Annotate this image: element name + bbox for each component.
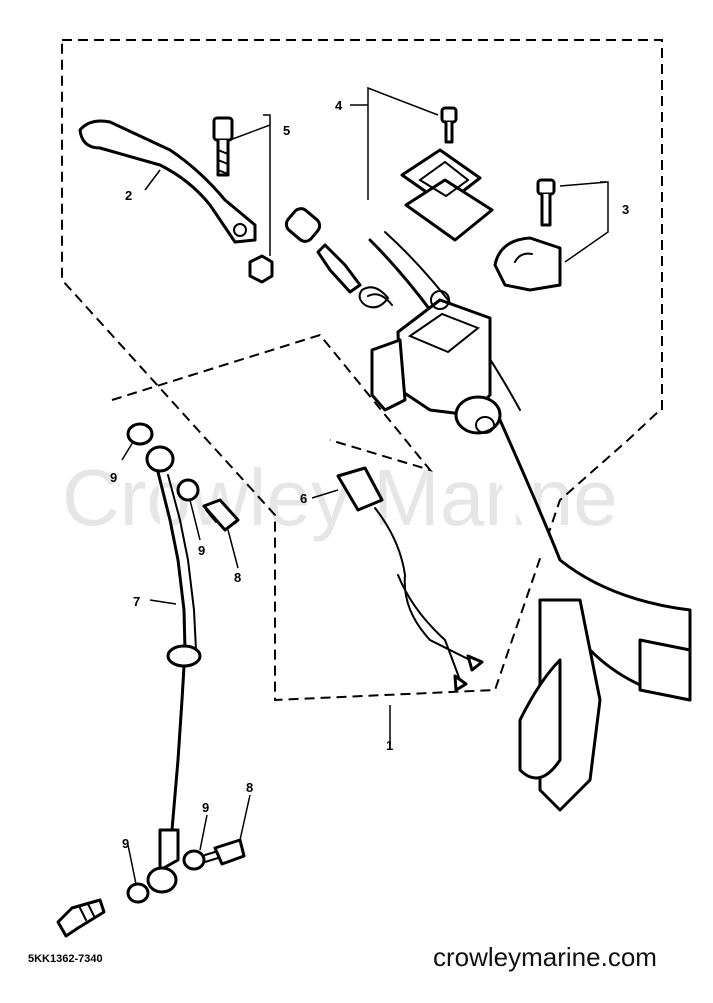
callout-7: 7 [133, 594, 140, 609]
callout-9-lower-right: 9 [202, 800, 209, 815]
callout-5: 5 [283, 123, 290, 138]
master-cylinder-body-shape [370, 290, 502, 435]
callout-2: 2 [125, 188, 132, 203]
washer-upper-left-shape [126, 422, 154, 446]
piston-kit-shape [284, 207, 393, 309]
sub-assembly-boundary-outline [111, 333, 433, 472]
brake-lever-shape [78, 119, 257, 244]
callout-3: 3 [622, 202, 629, 217]
union-bolt-upper-shape [202, 498, 240, 532]
callout-9-lower-left: 9 [122, 836, 129, 851]
callout-9-upper-left: 9 [110, 470, 117, 485]
front-arrow-icon [56, 898, 106, 938]
diagram-reference-code: 5KK1362-7340 [28, 953, 103, 965]
pivot-bolt-shape [212, 116, 234, 177]
callout-8-lower: 8 [246, 780, 253, 795]
pivot-nut-shape [248, 254, 274, 284]
footer-website: crowleymarine.com [433, 942, 657, 972]
reservoir-cap-shape [400, 106, 494, 242]
callout-6: 6 [300, 491, 307, 506]
union-bolt-lower-shape [204, 838, 246, 866]
callout-9-upper-right: 9 [198, 543, 205, 558]
callout-1: 1 [386, 738, 393, 753]
brake-hose-shape [145, 445, 202, 894]
brake-switch-shape [336, 466, 484, 692]
washer-lower-left-shape [126, 882, 150, 904]
washer-upper-right-shape [176, 478, 200, 502]
washer-lower-right-shape [182, 849, 206, 871]
callout-4: 4 [335, 98, 343, 113]
assembly-boundary-outline [61, 39, 663, 702]
callout-8-upper: 8 [234, 570, 241, 585]
leader-lines [121, 86, 609, 885]
handlebar-clamp-shape [493, 178, 562, 292]
